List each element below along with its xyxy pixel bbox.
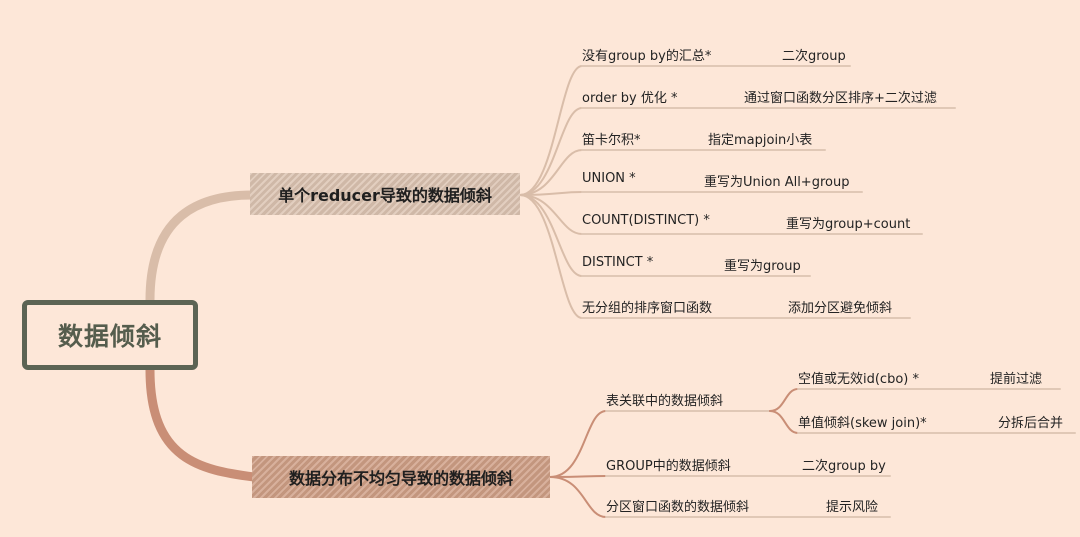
note-skew-join: 分拆后合并 xyxy=(998,416,1064,431)
branch-single-reducer[interactable]: 单个reducer导致的数据倾斜 xyxy=(250,173,520,215)
branch1-link xyxy=(519,149,583,196)
leaf-group-skew[interactable]: GROUP中的数据倾斜 xyxy=(606,459,731,474)
note-count-distinct: 重写为group+count xyxy=(786,217,911,232)
join-skew-link xyxy=(769,410,799,434)
note-cartesian: 指定mapjoin小表 xyxy=(708,133,813,148)
note-null-invalid-id: 提前过滤 xyxy=(990,372,1043,387)
leaf-union[interactable]: UNION * xyxy=(582,171,636,186)
branch2-link xyxy=(549,476,607,518)
leaf-cartesian[interactable]: 笛卡尔积* xyxy=(582,133,641,148)
branch-uneven-distribution[interactable]: 数据分布不均匀导致的数据倾斜 xyxy=(252,456,550,498)
note-union: 重写为Union All+group xyxy=(704,175,850,190)
note-distinct: 重写为group xyxy=(724,259,801,274)
branch-label: 数据分布不均匀导致的数据倾斜 xyxy=(288,469,513,488)
branch2-link xyxy=(549,475,607,478)
leaf-partition-window[interactable]: 分区窗口函数的数据倾斜 xyxy=(606,500,750,515)
branch1-link xyxy=(519,65,583,196)
note-no-group-by: 二次group xyxy=(782,49,846,64)
branch-label: 单个reducer导致的数据倾斜 xyxy=(278,186,492,205)
note-group-skew: 二次group by xyxy=(802,459,886,474)
root-node[interactable]: 数据倾斜 xyxy=(22,300,198,370)
root-to-branch1-link xyxy=(145,190,257,305)
branch1-link xyxy=(519,194,583,235)
branch1-link xyxy=(519,107,583,196)
leaf-no-group-by[interactable]: 没有group by的汇总* xyxy=(582,49,712,64)
leaf-count-distinct[interactable]: COUNT(DISTINCT) * xyxy=(582,213,710,228)
root-label: 数据倾斜 xyxy=(57,322,162,351)
branch1-link xyxy=(519,194,583,277)
leaf-distinct[interactable]: DISTINCT * xyxy=(582,255,654,270)
leaf-order-by[interactable]: order by 优化 * xyxy=(582,91,678,106)
note-order-by: 通过窗口函数分区排序+二次过滤 xyxy=(744,91,937,106)
root-to-branch2-link xyxy=(145,365,259,482)
leaf-window-no-partition[interactable]: 无分组的排序窗口函数 xyxy=(582,301,713,316)
leaf-null-invalid-id[interactable]: 空值或无效id(cbo) * xyxy=(798,372,919,387)
note-window-no-partition: 添加分区避免倾斜 xyxy=(788,301,893,316)
branch1-link xyxy=(519,194,583,319)
note-partition-window: 提示风险 xyxy=(826,500,879,515)
leaf-skew-join[interactable]: 单值倾斜(skew join)* xyxy=(798,416,927,431)
leaf-join-skew[interactable]: 表关联中的数据倾斜 xyxy=(606,394,724,409)
join-skew-link xyxy=(769,388,799,412)
branch2-link xyxy=(549,410,607,478)
